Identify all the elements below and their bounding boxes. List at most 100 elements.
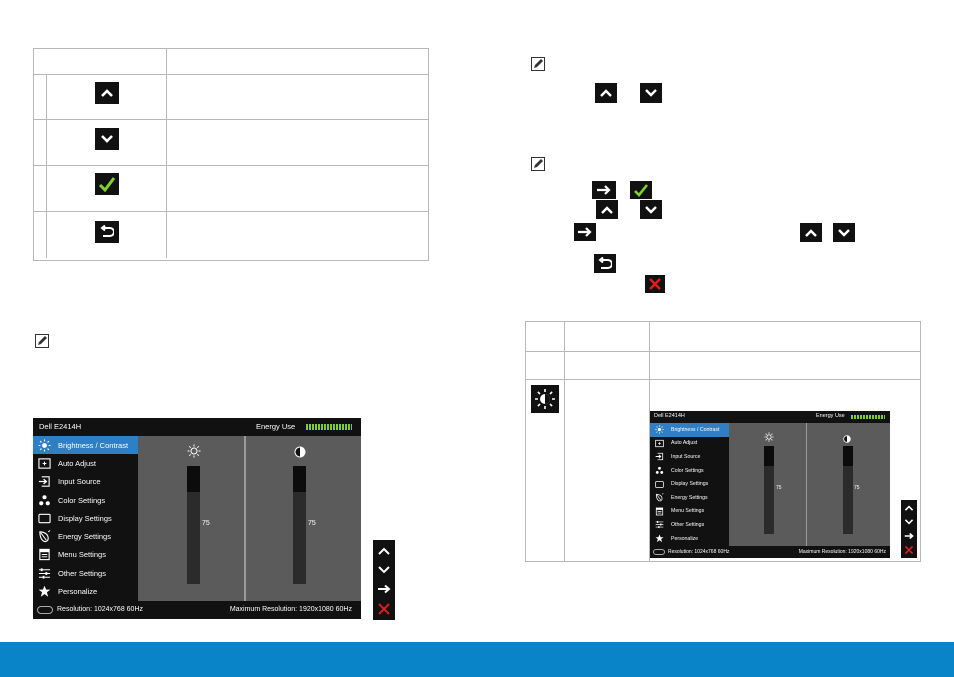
- note-icon: [531, 157, 545, 171]
- down-arrow-icon: [640, 200, 662, 219]
- energy-settings-icon: [653, 493, 665, 502]
- note-icon: [531, 57, 545, 71]
- menu-settings-icon: [36, 548, 52, 561]
- star-icon: [36, 585, 52, 598]
- enter-key-icon[interactable]: [373, 580, 395, 598]
- menu-item-other-settings[interactable]: Other Settings: [650, 518, 729, 532]
- adjust-panel: [729, 423, 890, 546]
- maximum-resolution: Maximum Resolution: 1920x1080 60Hz: [798, 549, 886, 555]
- energy-use-label: Energy Use: [256, 422, 296, 431]
- input-source-icon: [36, 475, 52, 488]
- menu-item-brightness-contrast[interactable]: Brightness / Contrast: [33, 436, 138, 455]
- menu-item-label: Auto Adjust: [671, 440, 698, 447]
- menu-item-label: Auto Adjust: [58, 458, 96, 468]
- menu-item-personalize[interactable]: Personalize: [650, 532, 729, 546]
- enter-arrow-icon: [592, 181, 616, 199]
- vga-connector-icon: [653, 549, 665, 555]
- star-icon: [653, 534, 665, 543]
- menu-item-auto-adjust[interactable]: Auto Adjust: [650, 437, 729, 451]
- contrast-slider[interactable]: [843, 446, 853, 534]
- menu-item-input-source[interactable]: Input Source: [33, 473, 138, 491]
- menu-item-label: Brightness / Contrast: [671, 426, 720, 433]
- auto-adjust-icon: [653, 439, 665, 448]
- exit-key-icon[interactable]: [901, 543, 917, 557]
- contrast-icon: [294, 445, 306, 463]
- menu-item-label: Display Settings: [671, 481, 709, 488]
- menu-item-color-settings[interactable]: Color Settings: [33, 491, 138, 509]
- up-arrow-icon: [95, 82, 119, 104]
- page-footer-bar: [0, 642, 954, 677]
- down-key-icon[interactable]: [373, 561, 395, 579]
- other-settings-icon: [36, 567, 52, 580]
- osd-title: Dell E2414H: [39, 422, 82, 431]
- enter-arrow-icon: [574, 223, 596, 241]
- contrast-value: 75: [854, 485, 860, 491]
- maximum-resolution: Maximum Resolution: 1920x1080 60Hz: [229, 606, 352, 613]
- menu-item-display-settings[interactable]: Display Settings: [33, 509, 138, 527]
- down-arrow-icon: [640, 83, 662, 103]
- up-key-icon[interactable]: [901, 501, 917, 515]
- brightness-slider[interactable]: [187, 466, 200, 584]
- down-key-icon[interactable]: [901, 515, 917, 529]
- current-resolution: Resolution: 1024x768 60Hz: [668, 549, 730, 555]
- menu-item-other-settings[interactable]: Other Settings: [33, 564, 138, 582]
- menu-description-table: [525, 321, 921, 562]
- table-row-down: [34, 120, 428, 166]
- back-icon: [594, 254, 616, 273]
- contrast-slider[interactable]: [293, 466, 306, 584]
- menu-item-label: Color Settings: [58, 495, 106, 505]
- brightness-sun-icon: [187, 444, 201, 463]
- menu-item-personalize[interactable]: Personalize: [33, 582, 138, 600]
- up-arrow-icon: [595, 83, 617, 103]
- menu-item-energy-settings[interactable]: Energy Settings: [650, 491, 729, 505]
- menu-item-label: Display Settings: [58, 513, 112, 523]
- contrast-value: 75: [308, 520, 316, 527]
- energy-settings-icon: [36, 530, 52, 543]
- osd-menu-small: Dell E2414H Energy Use Brightness / Cont…: [650, 411, 890, 558]
- vga-connector-icon: [37, 606, 53, 614]
- osd-button-guide: [901, 500, 917, 558]
- display-settings-icon: [653, 480, 665, 489]
- note-icon: [35, 334, 49, 348]
- brightness-icon: [36, 439, 52, 452]
- exit-icon: [645, 275, 665, 293]
- back-icon: [95, 221, 119, 243]
- menu-item-menu-settings[interactable]: Menu Settings: [33, 546, 138, 564]
- osd-header: Dell E2414H Energy Use: [33, 418, 361, 436]
- osd-menu-large: Dell E2414H Energy Use Brightness / Cont…: [33, 418, 361, 619]
- up-key-icon[interactable]: [373, 542, 395, 560]
- check-icon: [95, 173, 119, 195]
- osd-footer: Resolution: 1024x768 60Hz Maximum Resolu…: [33, 601, 361, 619]
- menu-item-label: Energy Settings: [671, 494, 708, 501]
- up-arrow-icon: [800, 223, 822, 242]
- menu-item-label: Input Source: [58, 477, 101, 487]
- menu-item-menu-settings[interactable]: Menu Settings: [650, 505, 729, 519]
- color-settings-icon: [36, 494, 52, 507]
- energy-use-meter: [306, 424, 352, 430]
- menu-item-label: Personalize: [671, 535, 699, 542]
- display-settings-icon: [36, 512, 52, 525]
- menu-item-brightness-contrast[interactable]: Brightness / Contrast: [650, 423, 729, 437]
- menu-item-energy-settings[interactable]: Energy Settings: [33, 528, 138, 546]
- energy-use-label: Energy Use: [816, 413, 845, 419]
- table-header: [34, 49, 428, 75]
- energy-use-meter: [851, 415, 885, 419]
- osd-footer: Resolution: 1024x768 60Hz Maximum Resolu…: [650, 546, 890, 558]
- menu-item-auto-adjust[interactable]: Auto Adjust: [33, 454, 138, 472]
- brightness-value: 75: [202, 520, 210, 527]
- menu-item-display-settings[interactable]: Display Settings: [650, 477, 729, 491]
- down-arrow-icon: [833, 223, 855, 242]
- enter-key-icon[interactable]: [901, 529, 917, 543]
- check-icon: [630, 181, 652, 199]
- menu-item-color-settings[interactable]: Color Settings: [650, 464, 729, 478]
- other-settings-icon: [653, 520, 665, 529]
- osd-button-guide: [373, 540, 395, 620]
- menu-item-label: Input Source: [671, 453, 701, 460]
- brightness-slider[interactable]: [764, 446, 774, 534]
- exit-key-icon[interactable]: [373, 599, 395, 619]
- brightness-icon: [653, 425, 665, 434]
- osd-title: Dell E2414H: [654, 413, 685, 419]
- menu-item-label: Menu Settings: [58, 550, 106, 560]
- menu-item-label: Brightness / Contrast: [58, 440, 129, 450]
- menu-item-input-source[interactable]: Input Source: [650, 450, 729, 464]
